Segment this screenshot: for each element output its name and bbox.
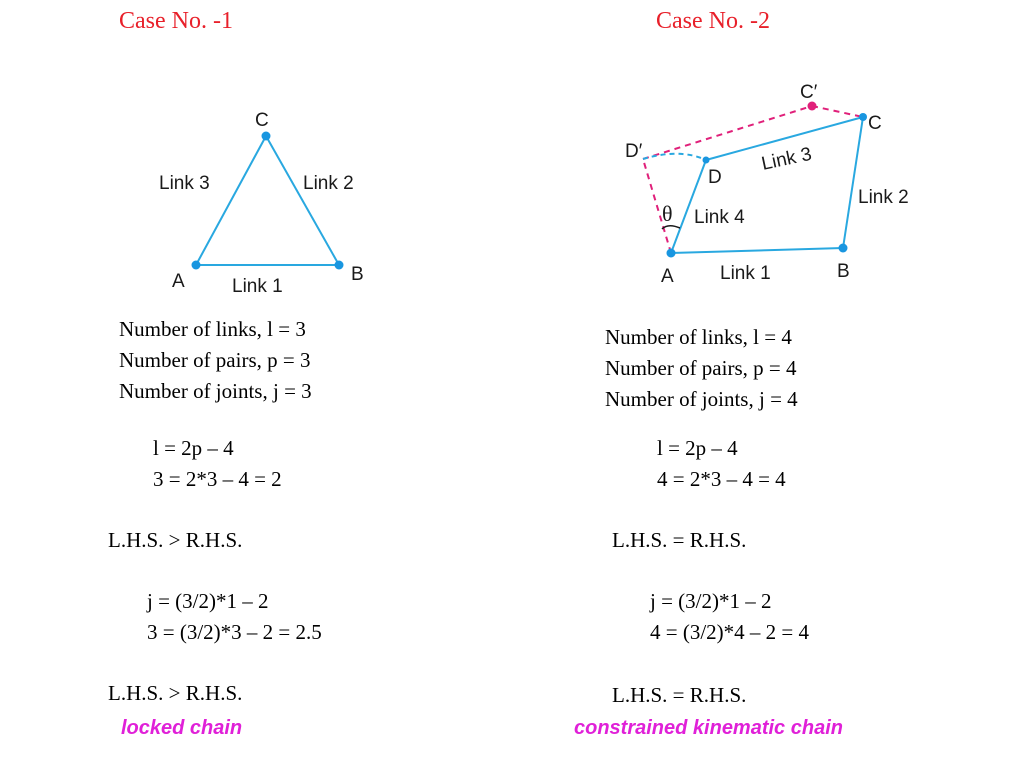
case2-eq2: j = (3/2)*1 – 2 4 = (3/2)*4 – 2 = 4 bbox=[650, 586, 809, 648]
case2-pairs-count: Number of pairs, p = 4 bbox=[605, 356, 797, 380]
case1-links-count: Number of links, l = 3 bbox=[119, 317, 306, 341]
case2-eq1: l = 2p – 4 4 = 2*3 – 4 = 4 bbox=[657, 433, 786, 495]
case1-label-link3: Link 3 bbox=[159, 173, 210, 194]
case2-dashed-arc bbox=[642, 152, 707, 161]
case1-label-link1: Link 1 bbox=[232, 276, 283, 297]
case1-joints-count: Number of joints, j = 3 bbox=[119, 379, 312, 403]
case2-link1-line bbox=[670, 247, 844, 254]
case1-result2: L.H.S. > R.H.S. bbox=[108, 681, 243, 705]
case1-eq2-substitution: 3 = (3/2)*3 – 2 = 2.5 bbox=[147, 620, 322, 644]
case2-eq2-formula: j = (3/2)*1 – 2 bbox=[650, 589, 772, 613]
case1-joint-c bbox=[261, 131, 271, 141]
case2-label-c-prime: C′ bbox=[800, 82, 818, 103]
case1-label-link2: Link 2 bbox=[303, 173, 354, 194]
case2-eq1-formula: l = 2p – 4 bbox=[657, 436, 738, 460]
case2-label-c: C bbox=[868, 113, 882, 134]
case2-joint-a bbox=[666, 248, 676, 258]
case2-label-link1: Link 1 bbox=[720, 263, 771, 284]
case2-counts: Number of links, l = 4 Number of pairs, … bbox=[605, 322, 798, 415]
case2-joint-d bbox=[702, 156, 710, 164]
case2-label-a: A bbox=[661, 266, 674, 287]
case2-label-d-prime: D′ bbox=[625, 141, 643, 162]
case2-joint-c-prime bbox=[807, 101, 817, 111]
case2-result1: L.H.S. = R.H.S. bbox=[612, 528, 747, 552]
case1-label-a: A bbox=[172, 271, 185, 292]
case1-eq2: j = (3/2)*1 – 2 3 = (3/2)*3 – 2 = 2.5 bbox=[147, 586, 322, 648]
case2-dashed-dc-line bbox=[642, 105, 813, 160]
case1-eq1: l = 2p – 4 3 = 2*3 – 4 = 2 bbox=[153, 433, 282, 495]
case1-joint-a bbox=[191, 260, 201, 270]
case1-eq2-formula: j = (3/2)*1 – 2 bbox=[147, 589, 269, 613]
case2-label-theta: θ bbox=[662, 201, 673, 226]
case2-link2-line bbox=[842, 116, 864, 249]
case2-label-link3: Link 3 bbox=[760, 144, 814, 175]
case1-conclusion: locked chain bbox=[121, 717, 243, 739]
case2-dashed-ad-line bbox=[642, 158, 672, 254]
case2-link4-line bbox=[670, 159, 707, 254]
case1-joint-b bbox=[334, 260, 344, 270]
case2-links-count: Number of links, l = 4 bbox=[605, 325, 792, 349]
case2-joint-c bbox=[859, 113, 867, 121]
case1-pairs-count: Number of pairs, p = 3 bbox=[119, 348, 311, 372]
case2-label-link4: Link 4 bbox=[694, 207, 745, 228]
case2-dashed-cc-line bbox=[811, 105, 864, 118]
case1-result1: L.H.S. > R.H.S. bbox=[108, 528, 243, 552]
case1-link3-line bbox=[195, 135, 267, 266]
case2-label-link2: Link 2 bbox=[858, 187, 909, 208]
case2-title: Case No. -2 bbox=[656, 8, 770, 34]
case1-label-c: C bbox=[255, 110, 269, 131]
case1-eq1-substitution: 3 = 2*3 – 4 = 2 bbox=[153, 467, 282, 491]
case2-joint-b bbox=[838, 243, 848, 253]
case2-label-d: D bbox=[708, 167, 722, 188]
case2-fourbar-diagram: C′ C D′ D Link 3 Link 2 Link 4 θ A Link … bbox=[625, 82, 909, 287]
case1-triangle-diagram: C A B Link 3 Link 2 Link 1 bbox=[159, 110, 364, 297]
case2-conclusion: constrained kinematic chain bbox=[574, 717, 843, 739]
case2-label-b: B bbox=[837, 261, 850, 282]
case2-result2: L.H.S. = R.H.S. bbox=[612, 683, 747, 707]
case1-counts: Number of links, l = 3 Number of pairs, … bbox=[119, 314, 312, 407]
case2-eq1-substitution: 4 = 2*3 – 4 = 4 bbox=[657, 467, 786, 491]
case2-eq2-substitution: 4 = (3/2)*4 – 2 = 4 bbox=[650, 620, 810, 644]
case1-title: Case No. -1 bbox=[119, 8, 233, 34]
case2-theta-arc bbox=[661, 225, 681, 230]
case2-joints-count: Number of joints, j = 4 bbox=[605, 387, 798, 411]
case1-link2-line bbox=[265, 135, 340, 266]
case1-eq1-formula: l = 2p – 4 bbox=[153, 436, 234, 460]
case1-label-b: B bbox=[351, 264, 364, 285]
case2-link3-line bbox=[705, 116, 864, 161]
